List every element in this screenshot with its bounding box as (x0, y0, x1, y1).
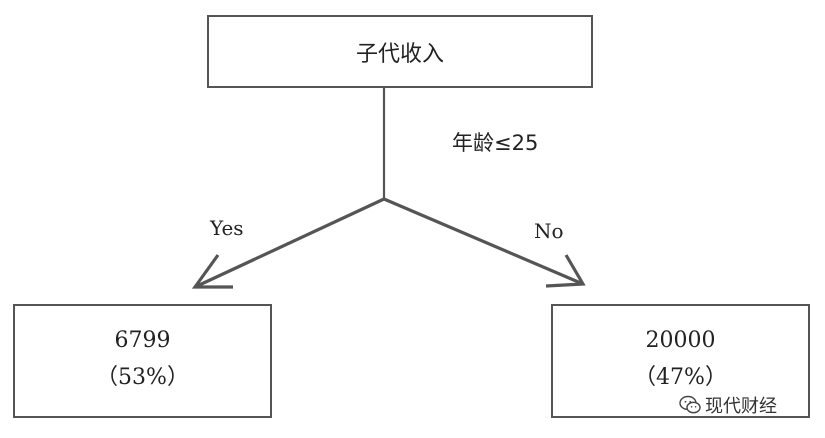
watermark: 现代财经 (679, 392, 777, 418)
leaf-left-value: 6799 (114, 328, 171, 353)
root-node: 子代收入 (207, 15, 593, 88)
wechat-icon (679, 395, 701, 414)
yes-branch-label: Yes (210, 216, 244, 240)
leaf-node-left: 6799 （53%） (13, 304, 272, 418)
yes-branch-line (194, 197, 385, 289)
leaf-node-right: 20000 （47%） (551, 304, 810, 418)
watermark-text: 现代财经 (705, 396, 777, 417)
yes-arrowhead (191, 254, 233, 289)
root-node-label: 子代收入 (355, 41, 444, 67)
leaf-left-share: （53%） (96, 365, 189, 390)
leaf-right-value: 20000 (645, 328, 716, 353)
no-branch-label: No (534, 219, 564, 243)
no-arrowhead (545, 254, 586, 288)
no-branch-line (383, 197, 584, 286)
split-condition-label: 年龄≤25 (452, 131, 539, 155)
leaf-right-share: （47%） (634, 365, 727, 390)
